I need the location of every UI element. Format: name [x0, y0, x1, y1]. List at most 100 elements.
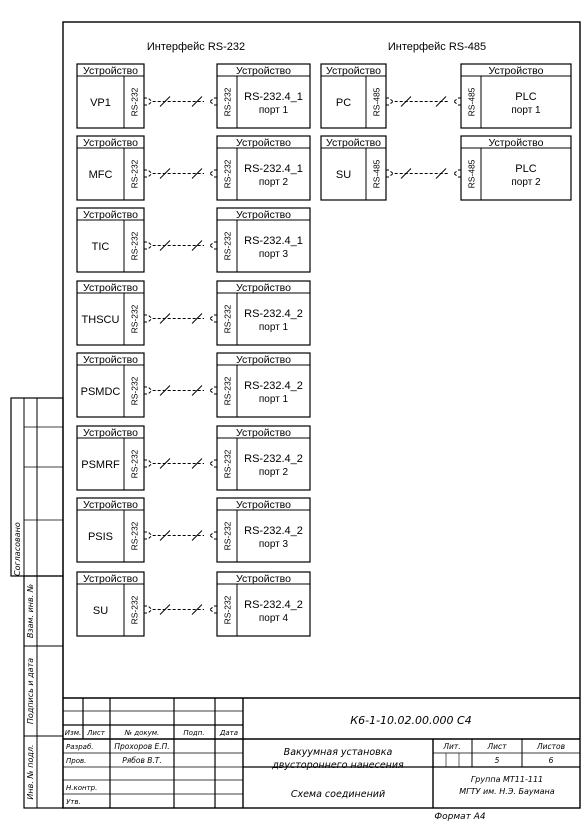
- port-type-label: RS-485: [372, 159, 382, 188]
- org-university: МГТУ им. Н.Э. Баумана: [459, 787, 555, 796]
- device-header: Устройство: [83, 573, 138, 585]
- port-type-label: RS-232: [130, 449, 140, 478]
- port-type-label: RS-485: [467, 159, 477, 188]
- cable-slash-mark: [159, 168, 171, 179]
- device-header: Устройство: [83, 499, 138, 511]
- col-header-date: Дата: [219, 729, 238, 737]
- device-box-frame: [76, 280, 145, 346]
- device-header: Устройство: [236, 209, 291, 221]
- device-box-frame: [76, 135, 145, 201]
- device-header: Устройство: [236, 354, 291, 366]
- label-sheet: Лист: [486, 742, 507, 751]
- device-box-frame: [216, 135, 311, 201]
- strip-inventory-box: [23, 575, 64, 809]
- device-name: TIC: [92, 241, 110, 253]
- device-header: Устройство: [236, 573, 291, 585]
- label-letter: Лит.: [442, 742, 460, 751]
- device-box-frame: [320, 63, 387, 129]
- org-group: Группа МТ11-111: [471, 775, 543, 784]
- port-type-label: RS-232: [130, 231, 140, 260]
- cable-slash-mark: [191, 240, 203, 251]
- title-block: К6-1-10.02.00.000 С4 Изм. Лист № докум. …: [63, 697, 580, 808]
- col-header-sign: Подп.: [183, 729, 204, 737]
- cable-slash-mark: [159, 96, 171, 107]
- device-name: PLC: [515, 91, 536, 103]
- device-header: Устройство: [83, 209, 138, 221]
- device-box-frame: [216, 352, 311, 418]
- device-header: Устройство: [83, 354, 138, 366]
- cable-link: [144, 530, 217, 541]
- cable-slash-mark: [191, 458, 203, 469]
- cable-slash-mark: [400, 168, 412, 179]
- cable-link: [144, 96, 217, 107]
- port-type-label: RS-232: [223, 449, 233, 478]
- device-box-frame: [460, 135, 572, 201]
- cable-link: [144, 168, 217, 179]
- cable-slash-mark: [191, 604, 203, 615]
- cable-link: [386, 168, 461, 179]
- device-port: порт 1: [259, 105, 289, 116]
- device-port: порт 2: [511, 177, 541, 188]
- device-header: Устройство: [236, 65, 291, 77]
- port-type-label: RS-485: [372, 87, 382, 116]
- cable-slash-mark: [159, 313, 171, 324]
- device-name: THSCU: [82, 314, 120, 326]
- device-name: RS-232.4_1: [244, 235, 303, 247]
- strip-inv-orig-label: Инв. № подл.: [26, 744, 35, 799]
- col-header-change: Изм.: [65, 729, 81, 737]
- cable-link: [144, 240, 217, 251]
- port-type-label: RS-232: [223, 376, 233, 405]
- cable-slash-mark: [435, 168, 447, 179]
- cable-slash-mark: [191, 530, 203, 541]
- cable-link: [144, 604, 217, 615]
- format-label: Формат А4: [434, 812, 486, 822]
- device-header: Устройство: [489, 65, 544, 77]
- device-name: PLC: [515, 163, 536, 175]
- cable-slash-mark: [159, 604, 171, 615]
- port-type-label: RS-232: [223, 87, 233, 116]
- person-checker: Рябов В.Т.: [122, 756, 162, 765]
- product-name-line1: Вакуумная установка: [284, 747, 393, 758]
- device-box-frame: [460, 63, 572, 129]
- role-norm-control: Н.контр.: [66, 784, 97, 792]
- port-type-label: RS-232: [130, 521, 140, 550]
- cable-slash-mark: [159, 458, 171, 469]
- col-header-sheet: Лист: [86, 729, 106, 737]
- device-port: порт 2: [259, 177, 289, 188]
- value-sheets: 6: [549, 756, 554, 765]
- device-name: RS-232.4_2: [244, 380, 303, 392]
- cable-slash-mark: [159, 240, 171, 251]
- device-header: Устройство: [83, 282, 138, 294]
- port-type-label: RS-232: [223, 521, 233, 550]
- device-box-frame: [216, 497, 311, 563]
- device-box-frame: [76, 497, 145, 563]
- device-box-frame: [216, 207, 311, 273]
- cable-slash-mark: [191, 313, 203, 324]
- cable-slash-mark: [159, 530, 171, 541]
- device-header: Устройство: [236, 499, 291, 511]
- document-code: К6-1-10.02.00.000 С4: [350, 714, 471, 727]
